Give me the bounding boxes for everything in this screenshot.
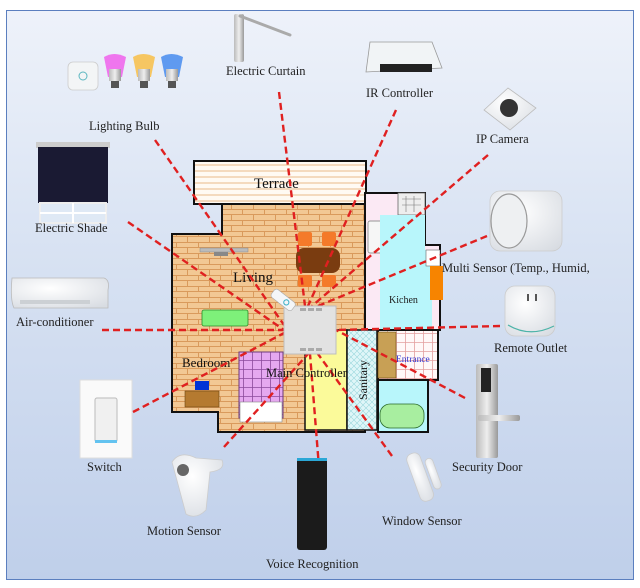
room-label-bedroom: Bedroom <box>182 355 230 370</box>
voice-recognition-icon[interactable] <box>297 458 327 550</box>
device-label-electric-curtain: Electric Curtain <box>226 64 306 78</box>
device-label-security-door: Security Door <box>452 460 523 474</box>
device-label-voice-recognition: Voice Recognition <box>266 557 359 571</box>
lighting-bulb-icon[interactable] <box>67 54 183 91</box>
link-security-door <box>335 328 466 400</box>
device-label-remote-outlet: Remote Outlet <box>494 341 568 355</box>
main-controller-label: Main Controller <box>266 366 348 380</box>
air-conditioner-icon[interactable] <box>10 277 109 309</box>
security-door-icon[interactable] <box>476 364 520 458</box>
main-controller[interactable] <box>270 288 337 355</box>
device-label-motion-sensor: Motion Sensor <box>147 524 221 538</box>
link-electric-curtain <box>277 91 307 307</box>
electric-shade-icon[interactable] <box>36 142 110 224</box>
switch-icon[interactable] <box>79 379 133 459</box>
terrace-area <box>193 160 367 205</box>
connection-lines <box>102 91 501 481</box>
room-label-entrance: Entrance <box>396 355 430 365</box>
link-motion-sensor <box>223 353 309 448</box>
room-label-kitchen: Kichen <box>389 295 418 306</box>
motion-sensor-icon[interactable] <box>171 454 224 517</box>
device-label-switch: Switch <box>87 460 122 474</box>
link-multi-sensor <box>317 234 488 308</box>
link-ir-controller <box>306 109 398 307</box>
room-label-living: Living <box>233 270 273 286</box>
device-label-ip-camera: IP Camera <box>476 132 529 146</box>
device-label-multi-sensor: Multi Sensor (Temp., Humid, <box>442 261 590 275</box>
room-label-sanitary: Sanitary <box>356 360 370 400</box>
device-label-air-conditioner: Air-conditioner <box>16 315 94 329</box>
link-remote-outlet <box>335 324 501 332</box>
link-voice-recognition <box>308 353 322 481</box>
device-label-window-sensor: Window Sensor <box>382 514 462 528</box>
window-sensor-icon[interactable] <box>405 451 442 503</box>
link-electric-shade <box>127 221 285 331</box>
remote-outlet-icon[interactable] <box>504 285 556 337</box>
link-lighting-bulb <box>154 139 285 326</box>
link-switch <box>132 328 291 414</box>
room-label-terrace: Terrace <box>254 176 299 192</box>
device-label-lighting-bulb: Lighting Bulb <box>89 119 160 133</box>
ir-controller-icon[interactable] <box>365 41 443 73</box>
electric-curtain-icon[interactable] <box>234 14 292 62</box>
device-label-ir-controller: IR Controller <box>366 86 434 100</box>
device-label-electric-shade: Electric Shade <box>35 221 108 235</box>
link-window-sensor <box>317 353 393 457</box>
ip-camera-icon[interactable] <box>483 87 537 131</box>
link-ip-camera <box>311 154 489 307</box>
sanitary-area <box>346 329 378 431</box>
multi-sensor-icon[interactable] <box>489 190 563 252</box>
kitchen-floor <box>380 215 432 330</box>
